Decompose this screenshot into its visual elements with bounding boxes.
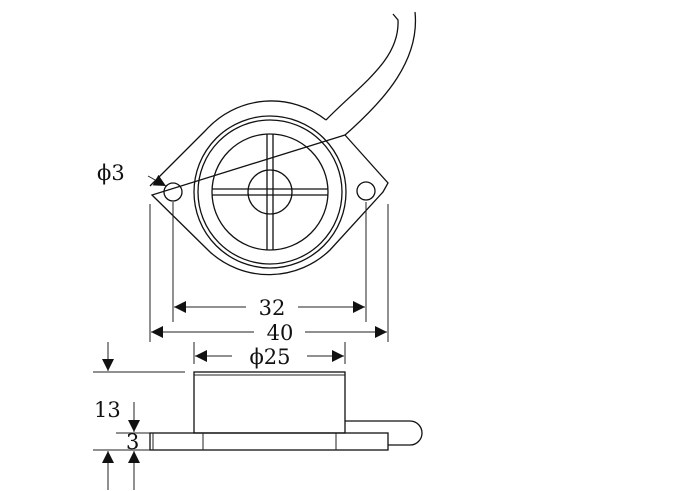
svg-text:40: 40 — [267, 321, 294, 345]
cable-top-view — [325, 11, 417, 136]
hole-diameter-label: ϕ3 — [97, 161, 125, 185]
grille — [211, 133, 329, 251]
dimension-40: 40 — [151, 321, 387, 345]
flange-top-view — [149, 100, 389, 276]
dimension-3: 3 — [93, 402, 150, 490]
svg-text:ϕ25: ϕ25 — [249, 345, 290, 369]
dimension-phi25: ϕ25 — [195, 345, 344, 369]
mounting-hole-left — [163, 182, 183, 202]
svg-text:32: 32 — [259, 296, 286, 320]
svg-text:13: 13 — [94, 398, 121, 422]
cable-side-view — [345, 420, 423, 446]
svg-text:3: 3 — [126, 430, 139, 454]
dimension-32: 32 — [174, 296, 365, 320]
mounting-hole-right — [356, 181, 376, 201]
body-outer-circle — [193, 115, 347, 269]
hole-callout-arrow — [147, 174, 167, 187]
dimension-13: 13 — [93, 342, 185, 490]
side-view — [149, 371, 423, 451]
extension-lines — [149, 202, 389, 364]
